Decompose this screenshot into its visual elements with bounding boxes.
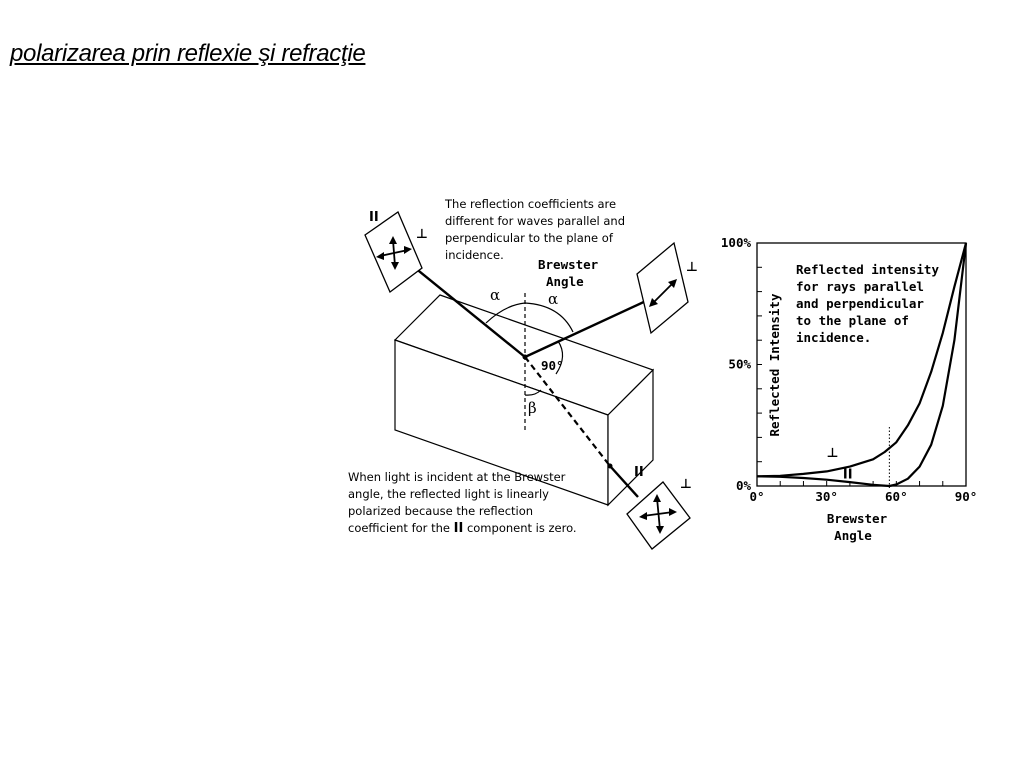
- y-tick-label: 100%: [721, 235, 752, 250]
- chart-annotation-line-2: for rays parallel: [796, 279, 924, 294]
- transmitted-ray: [609, 465, 639, 498]
- transmitted-perpendicular-label: ⊥: [680, 477, 692, 492]
- top-note-line-3: perpendicular to the plane of: [445, 231, 614, 245]
- transmitted-polarization-card: [626, 481, 691, 550]
- right-angle-label: 90°: [541, 358, 564, 373]
- bottom-note-line-4: coefficient for the II component is zero…: [348, 521, 577, 536]
- series-label-parallel: II: [843, 468, 853, 483]
- bottom-note-line-1: When light is incident at the Brewster: [348, 470, 566, 484]
- diagram-top-note: The reflection coefficients are differen…: [444, 197, 625, 262]
- bottom-note-line-4-start: coefficient for the: [348, 521, 454, 535]
- top-note-line-4: incidence.: [445, 248, 504, 262]
- alpha-incidence-symbol: α: [490, 286, 500, 304]
- bottom-note-line-3: polarized because the reflection: [348, 504, 533, 518]
- chart-annotation: Reflected intensity for rays parallel an…: [796, 262, 939, 345]
- bottom-note-parallel-symbol: II: [454, 521, 464, 536]
- y-tick-label: 0%: [736, 478, 752, 493]
- brewster-label-line-1: Brewster: [538, 257, 599, 272]
- reflected-intensity-chart: 0° 30° 60° 90° 0% 50% 100% ⊥ II Reflected Inten…: [721, 235, 977, 543]
- incident-polarization-card: [364, 211, 423, 294]
- chart-series-labels: ⊥ II: [827, 446, 853, 483]
- chart-ticks: [756, 242, 967, 487]
- reflected-polarization-card: [636, 241, 689, 335]
- x-tick-label: 90°: [955, 489, 978, 504]
- alpha-reflection-symbol: α: [548, 290, 558, 308]
- diagram-bottom-note: When light is incident at the Brewster a…: [348, 470, 577, 536]
- y-tick-label: 50%: [728, 357, 751, 372]
- bottom-note-line-2: angle, the reflected light is linearly: [348, 487, 549, 501]
- chart-annotation-line-5: incidence.: [796, 330, 871, 345]
- series-label-perpendicular: ⊥: [827, 446, 839, 461]
- beta-arc: [524, 389, 542, 396]
- chart-series: [756, 242, 968, 488]
- brewster-label-line-2: Angle: [546, 274, 584, 289]
- series-line-parallel: [756, 242, 968, 488]
- chart-brewster-label-line-2: Angle: [834, 528, 872, 543]
- refracted-ray: [524, 356, 611, 467]
- chart-annotation-line-3: and perpendicular: [796, 296, 924, 311]
- alpha-reflection-arc: [524, 302, 574, 333]
- right-angle-arc: [555, 340, 564, 375]
- reflected-perpendicular-label: ⊥: [686, 260, 698, 275]
- exit-point: [607, 463, 613, 469]
- reflected-ray: [524, 298, 649, 359]
- top-note-line-2: different for waves parallel and: [445, 214, 625, 228]
- transmitted-parallel-label: II: [634, 465, 644, 480]
- top-note-line-1: The reflection coefficients are: [444, 197, 616, 211]
- y-axis-label: Reflected Intensity: [767, 293, 782, 436]
- polarization-arrowheads: [376, 236, 677, 534]
- block-side-face: [607, 368, 654, 507]
- incident-perpendicular-label: ⊥: [416, 227, 428, 242]
- brewster-block-diagram: [364, 211, 691, 550]
- alpha-incidence-arc: [485, 302, 526, 324]
- incidence-point: [522, 354, 528, 360]
- x-tick-label: 60°: [885, 489, 908, 504]
- incident-parallel-label: II: [369, 210, 379, 225]
- series-line-perpendicular: [756, 242, 968, 478]
- x-tick-label: 0°: [749, 489, 764, 504]
- chart-brewster-label-line-1: Brewster: [827, 511, 888, 526]
- bottom-note-line-4-end: component is zero.: [463, 521, 576, 535]
- chart-annotation-line-4: to the plane of: [796, 313, 909, 328]
- chart-annotation-line-1: Reflected intensity: [796, 262, 939, 277]
- slide-title: polarizarea prin reflexie şi refracţie: [10, 40, 366, 67]
- chart-tick-labels: 0° 30° 60° 90° 0% 50% 100%: [721, 235, 977, 504]
- beta-symbol: β: [528, 399, 537, 417]
- x-tick-label: 30°: [815, 489, 838, 504]
